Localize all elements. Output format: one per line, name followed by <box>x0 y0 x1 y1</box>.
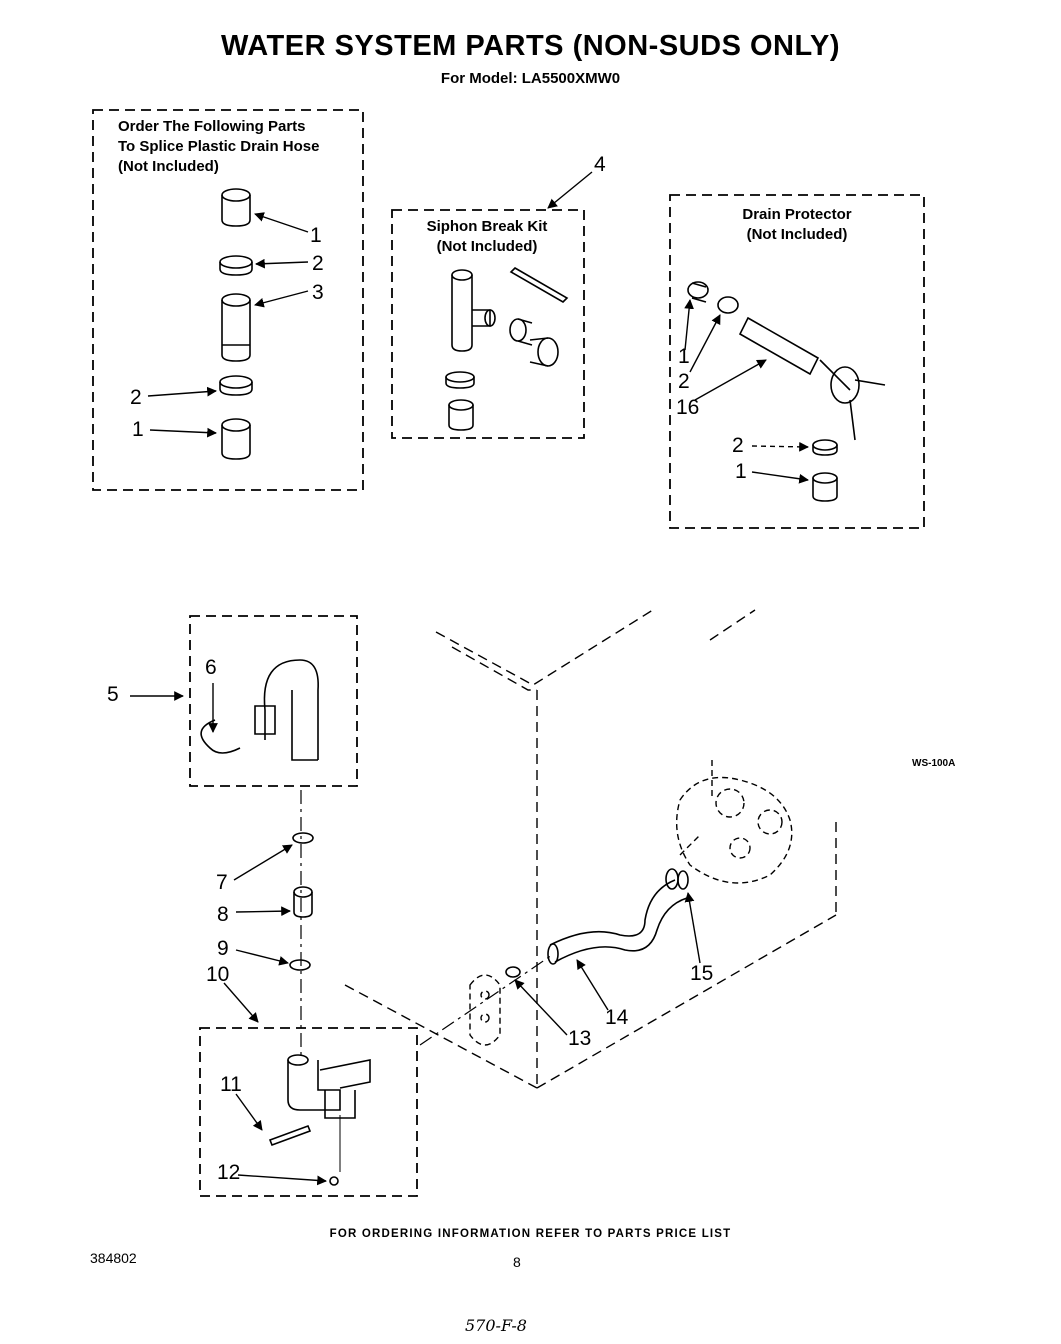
splice-box-title: Order The Following Parts To Splice Plas… <box>118 118 320 175</box>
callout-2: 2 <box>130 386 142 409</box>
drain-protector-box-title: Drain Protector (Not Included) <box>742 206 852 243</box>
siphon-kit-box <box>391 209 585 439</box>
pump-hose-icon <box>547 868 688 965</box>
callout-1: 1 <box>310 224 322 247</box>
splice-parts-icon <box>219 188 253 460</box>
standpipe-box <box>199 1027 418 1197</box>
callout-7: 7 <box>216 871 228 894</box>
callout-2: 2 <box>732 434 744 457</box>
document-number: 384802 <box>90 1250 137 1266</box>
splice-leader-lines <box>147 212 309 438</box>
callout-5: 5 <box>107 683 119 706</box>
callout-2: 2 <box>678 370 690 393</box>
hose-clamp-icon <box>677 870 689 890</box>
pump-icon <box>675 760 793 884</box>
callout-8: 8 <box>217 903 229 926</box>
drain-hose-icon <box>200 659 319 761</box>
callout-11: 11 <box>220 1073 242 1096</box>
drain-protector-leader-lines <box>684 299 809 484</box>
ordering-note: FOR ORDERING INFORMATION REFER TO PARTS … <box>329 1228 732 1240</box>
pump-leader-lines <box>514 892 701 1036</box>
callout-13: 13 <box>568 1027 592 1050</box>
siphon-box-title: Siphon Break Kit (Not Included) <box>426 218 548 255</box>
callout-16: 16 <box>676 396 700 419</box>
callout-2: 2 <box>312 252 324 275</box>
callout-3: 3 <box>312 281 324 304</box>
standpipe-leader-lines <box>235 1093 341 1186</box>
clamp-leader-lines <box>223 844 293 1023</box>
page-title: WATER SYSTEM PARTS (NON-SUDS ONLY) <box>220 30 841 62</box>
hose-clamp-icon <box>289 959 311 971</box>
splice-parts-box <box>92 109 364 491</box>
handwritten-note: 570-F-8 <box>465 1316 527 1335</box>
washer-cabinet-outline <box>344 607 837 1089</box>
drain-hose-leader-lines <box>130 683 218 733</box>
drain-hose-box <box>189 615 358 787</box>
page-number: 8 <box>513 1254 521 1270</box>
callout-4: 4 <box>594 153 606 176</box>
callout-6: 6 <box>205 656 217 679</box>
callout-1: 1 <box>678 345 690 368</box>
callout-10: 10 <box>206 963 230 986</box>
standpipe-icon <box>268 1054 371 1186</box>
wall-bracket-icon <box>469 974 501 1046</box>
callout-1: 1 <box>132 418 144 441</box>
hose-clamp-icon <box>292 832 314 844</box>
diagram-code: WS-100A <box>912 758 956 769</box>
callout-12: 12 <box>217 1161 241 1184</box>
hose-clamp-icon <box>505 966 521 978</box>
coupling-icon <box>293 886 313 918</box>
drain-protector-icon <box>687 281 886 502</box>
callout-15: 15 <box>690 962 714 985</box>
drain-protector-box <box>669 194 925 529</box>
callout-14: 14 <box>605 1006 629 1029</box>
model-subtitle: For Model: LA5500XMW0 <box>440 70 621 87</box>
callout-1: 1 <box>735 460 747 483</box>
siphon-break-kit-icon <box>445 267 569 431</box>
callout-9: 9 <box>217 937 229 960</box>
